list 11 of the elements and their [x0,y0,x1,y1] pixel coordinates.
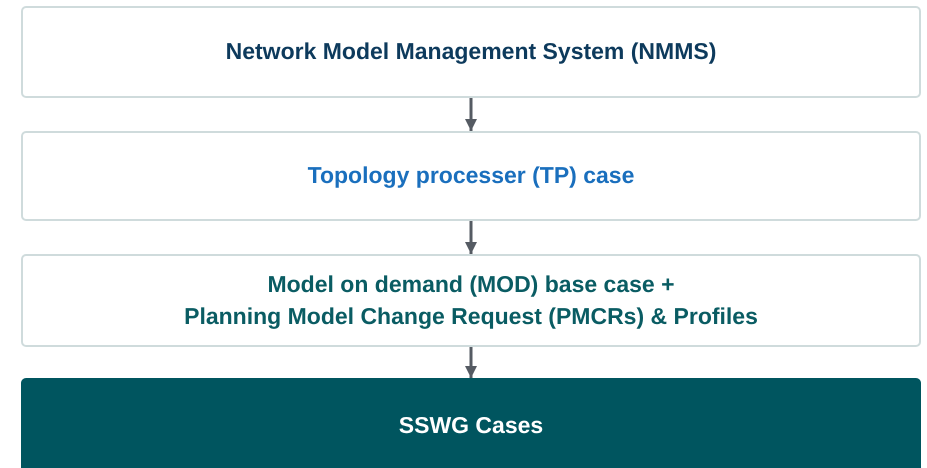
node-label: SSWG Cases [398,411,544,440]
node-label: Network Model Management System (NMMS) [226,37,716,66]
process-box [21,254,921,347]
output-box [21,378,921,468]
arrow [465,347,477,378]
arrow [465,98,477,131]
arrow [465,221,477,254]
process-box [21,6,921,98]
process-box [21,131,921,221]
node-label: Topology processer (TP) case [308,161,634,190]
node-label: Model on demand (MOD) base case + Planning Model Change Request (PMCRs) & Profiles [184,270,758,331]
